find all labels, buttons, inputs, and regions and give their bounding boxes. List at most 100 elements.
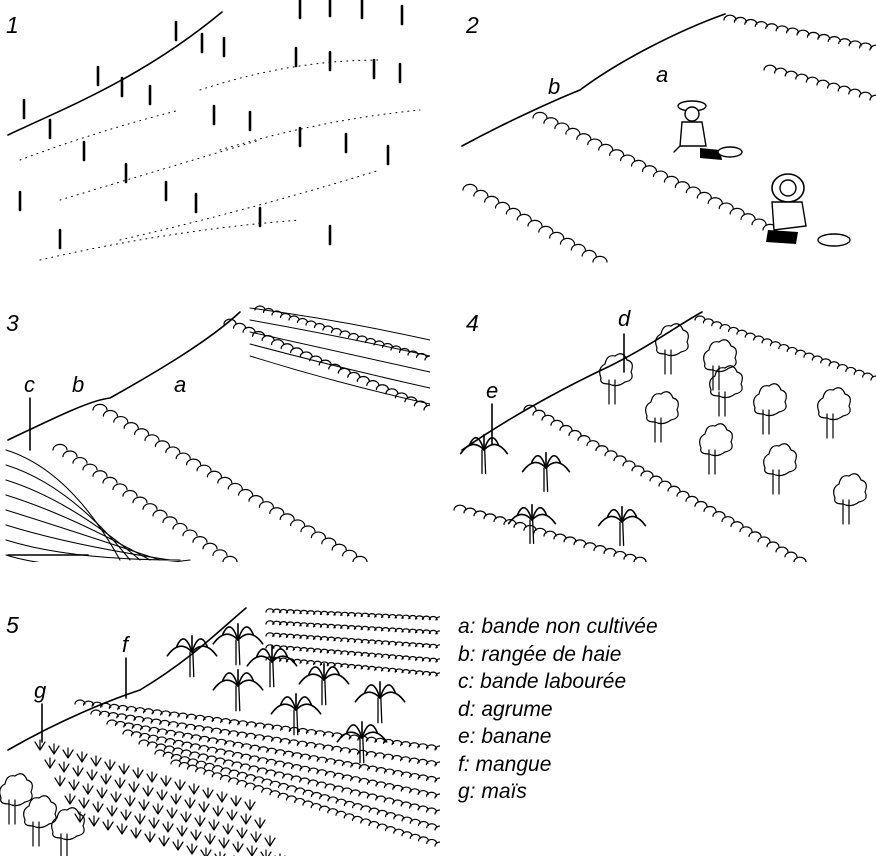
maize-plant-icon xyxy=(260,849,272,856)
maize-plant-icon xyxy=(174,779,186,791)
label-a-uncultivated: a xyxy=(656,62,669,87)
maize-plant-icon xyxy=(208,819,220,831)
farmer-icon xyxy=(766,173,851,247)
hedgerow xyxy=(138,739,440,815)
hedgerow xyxy=(52,443,238,562)
maize-plant-icon xyxy=(100,773,112,785)
panel-2: 2 b a xyxy=(440,0,876,270)
hedgerow xyxy=(723,14,876,51)
hedgerow xyxy=(763,64,876,101)
hedgerow xyxy=(170,759,440,847)
maize-plant-icon xyxy=(202,787,214,799)
maize-plant-icon xyxy=(230,795,242,807)
legend-item-d: d: agrume xyxy=(458,697,553,721)
maize-plant-icon xyxy=(184,797,196,809)
maize-plant-icon xyxy=(148,817,160,829)
maize-plant-icon xyxy=(88,815,100,827)
maize-plant-icon xyxy=(172,839,184,851)
furrow-line xyxy=(249,319,430,357)
legend-item-g: g: maïs xyxy=(458,780,527,803)
panel-5-illustration xyxy=(0,607,440,856)
maize-plant-icon xyxy=(76,751,88,763)
panel-number: 4 xyxy=(466,310,479,336)
maize-plant-icon xyxy=(68,779,80,791)
citrus-tree-icon xyxy=(51,807,85,856)
label-e-banana: e xyxy=(486,378,499,403)
panel-1-illustration xyxy=(7,0,421,261)
maize-plant-icon xyxy=(120,809,132,821)
maize-plant-icon xyxy=(198,801,210,813)
banana-palm-icon xyxy=(507,503,557,545)
maize-plant-icon xyxy=(86,769,98,781)
panel-2-illustration xyxy=(461,13,876,263)
furrow-line xyxy=(5,539,181,561)
label-d-citrus: d xyxy=(618,306,631,331)
citrus-tree-icon xyxy=(753,383,787,435)
panel-number: 5 xyxy=(6,612,19,638)
banana-palm-icon xyxy=(597,505,647,547)
maize-plant-icon xyxy=(152,803,164,815)
furrow-line xyxy=(5,524,171,561)
label-f-mango: f xyxy=(122,632,129,657)
maize-plant-icon xyxy=(264,835,276,847)
panel-5: 5 f g xyxy=(0,600,440,856)
hedgerow xyxy=(92,403,368,562)
maize-plant-icon xyxy=(58,761,70,773)
panel-number: 2 xyxy=(466,12,479,38)
maize-plant-icon xyxy=(54,775,66,787)
citrus-tree-icon xyxy=(833,473,867,525)
legend-item-c: c: bande labourée xyxy=(458,670,627,693)
citrus-tree-icon xyxy=(763,443,797,495)
maize-plant-icon xyxy=(48,743,60,755)
maize-plant-icon xyxy=(186,843,198,855)
maize-plant-icon xyxy=(218,837,230,849)
citrus-tree-icon xyxy=(709,365,743,417)
hedgerow xyxy=(254,305,430,361)
panel-4-illustration xyxy=(453,311,876,562)
hedgerow xyxy=(122,729,440,799)
citrus-tree-icon xyxy=(23,795,57,847)
hedgerow xyxy=(265,620,440,635)
maize-plant-icon xyxy=(96,787,108,799)
maize-plant-icon xyxy=(156,789,168,801)
maize-plant-icon xyxy=(216,791,228,803)
panel-4: 4 d e xyxy=(440,300,876,562)
hedgerow xyxy=(453,504,647,562)
terrain-contour xyxy=(119,169,381,241)
hedgerow xyxy=(462,183,608,263)
furrow-line xyxy=(5,494,151,561)
furrow-line xyxy=(5,509,161,561)
maize-plant-icon xyxy=(34,739,46,751)
citrus-tree-icon xyxy=(599,353,633,405)
maize-plant-icon xyxy=(62,747,74,759)
maize-plant-icon xyxy=(158,835,170,847)
furrow-line xyxy=(5,464,131,561)
maize-plant-icon xyxy=(104,759,116,771)
maize-plant-icon xyxy=(106,805,118,817)
maize-plant-icon xyxy=(118,763,130,775)
maize-plant-icon xyxy=(92,801,104,813)
banana-palm-icon xyxy=(459,433,509,475)
maize-plant-icon xyxy=(78,797,90,809)
maize-plant-icon xyxy=(128,781,140,793)
maize-plant-icon xyxy=(130,827,142,839)
citrus-tree-icon xyxy=(0,773,33,825)
maize-plant-icon xyxy=(204,833,216,845)
maize-plant-icon xyxy=(254,817,266,829)
banana-palm-icon xyxy=(212,623,264,666)
terrain-contour xyxy=(59,139,261,201)
maize-plant-icon xyxy=(160,775,172,787)
maize-plant-icon xyxy=(82,783,94,795)
panel-1: 1 xyxy=(0,0,430,270)
maize-plant-icon xyxy=(250,831,262,843)
hedgerow xyxy=(532,111,778,231)
maize-plant-icon xyxy=(142,785,154,797)
maize-plant-icon xyxy=(226,809,238,821)
citrus-tree-icon xyxy=(699,423,733,475)
maize-plant-icon xyxy=(176,825,188,837)
legend-item-f: f: mangue xyxy=(458,752,552,776)
maize-plant-icon xyxy=(222,823,234,835)
banana-palm-icon xyxy=(521,451,571,493)
hedgerow xyxy=(265,644,440,663)
